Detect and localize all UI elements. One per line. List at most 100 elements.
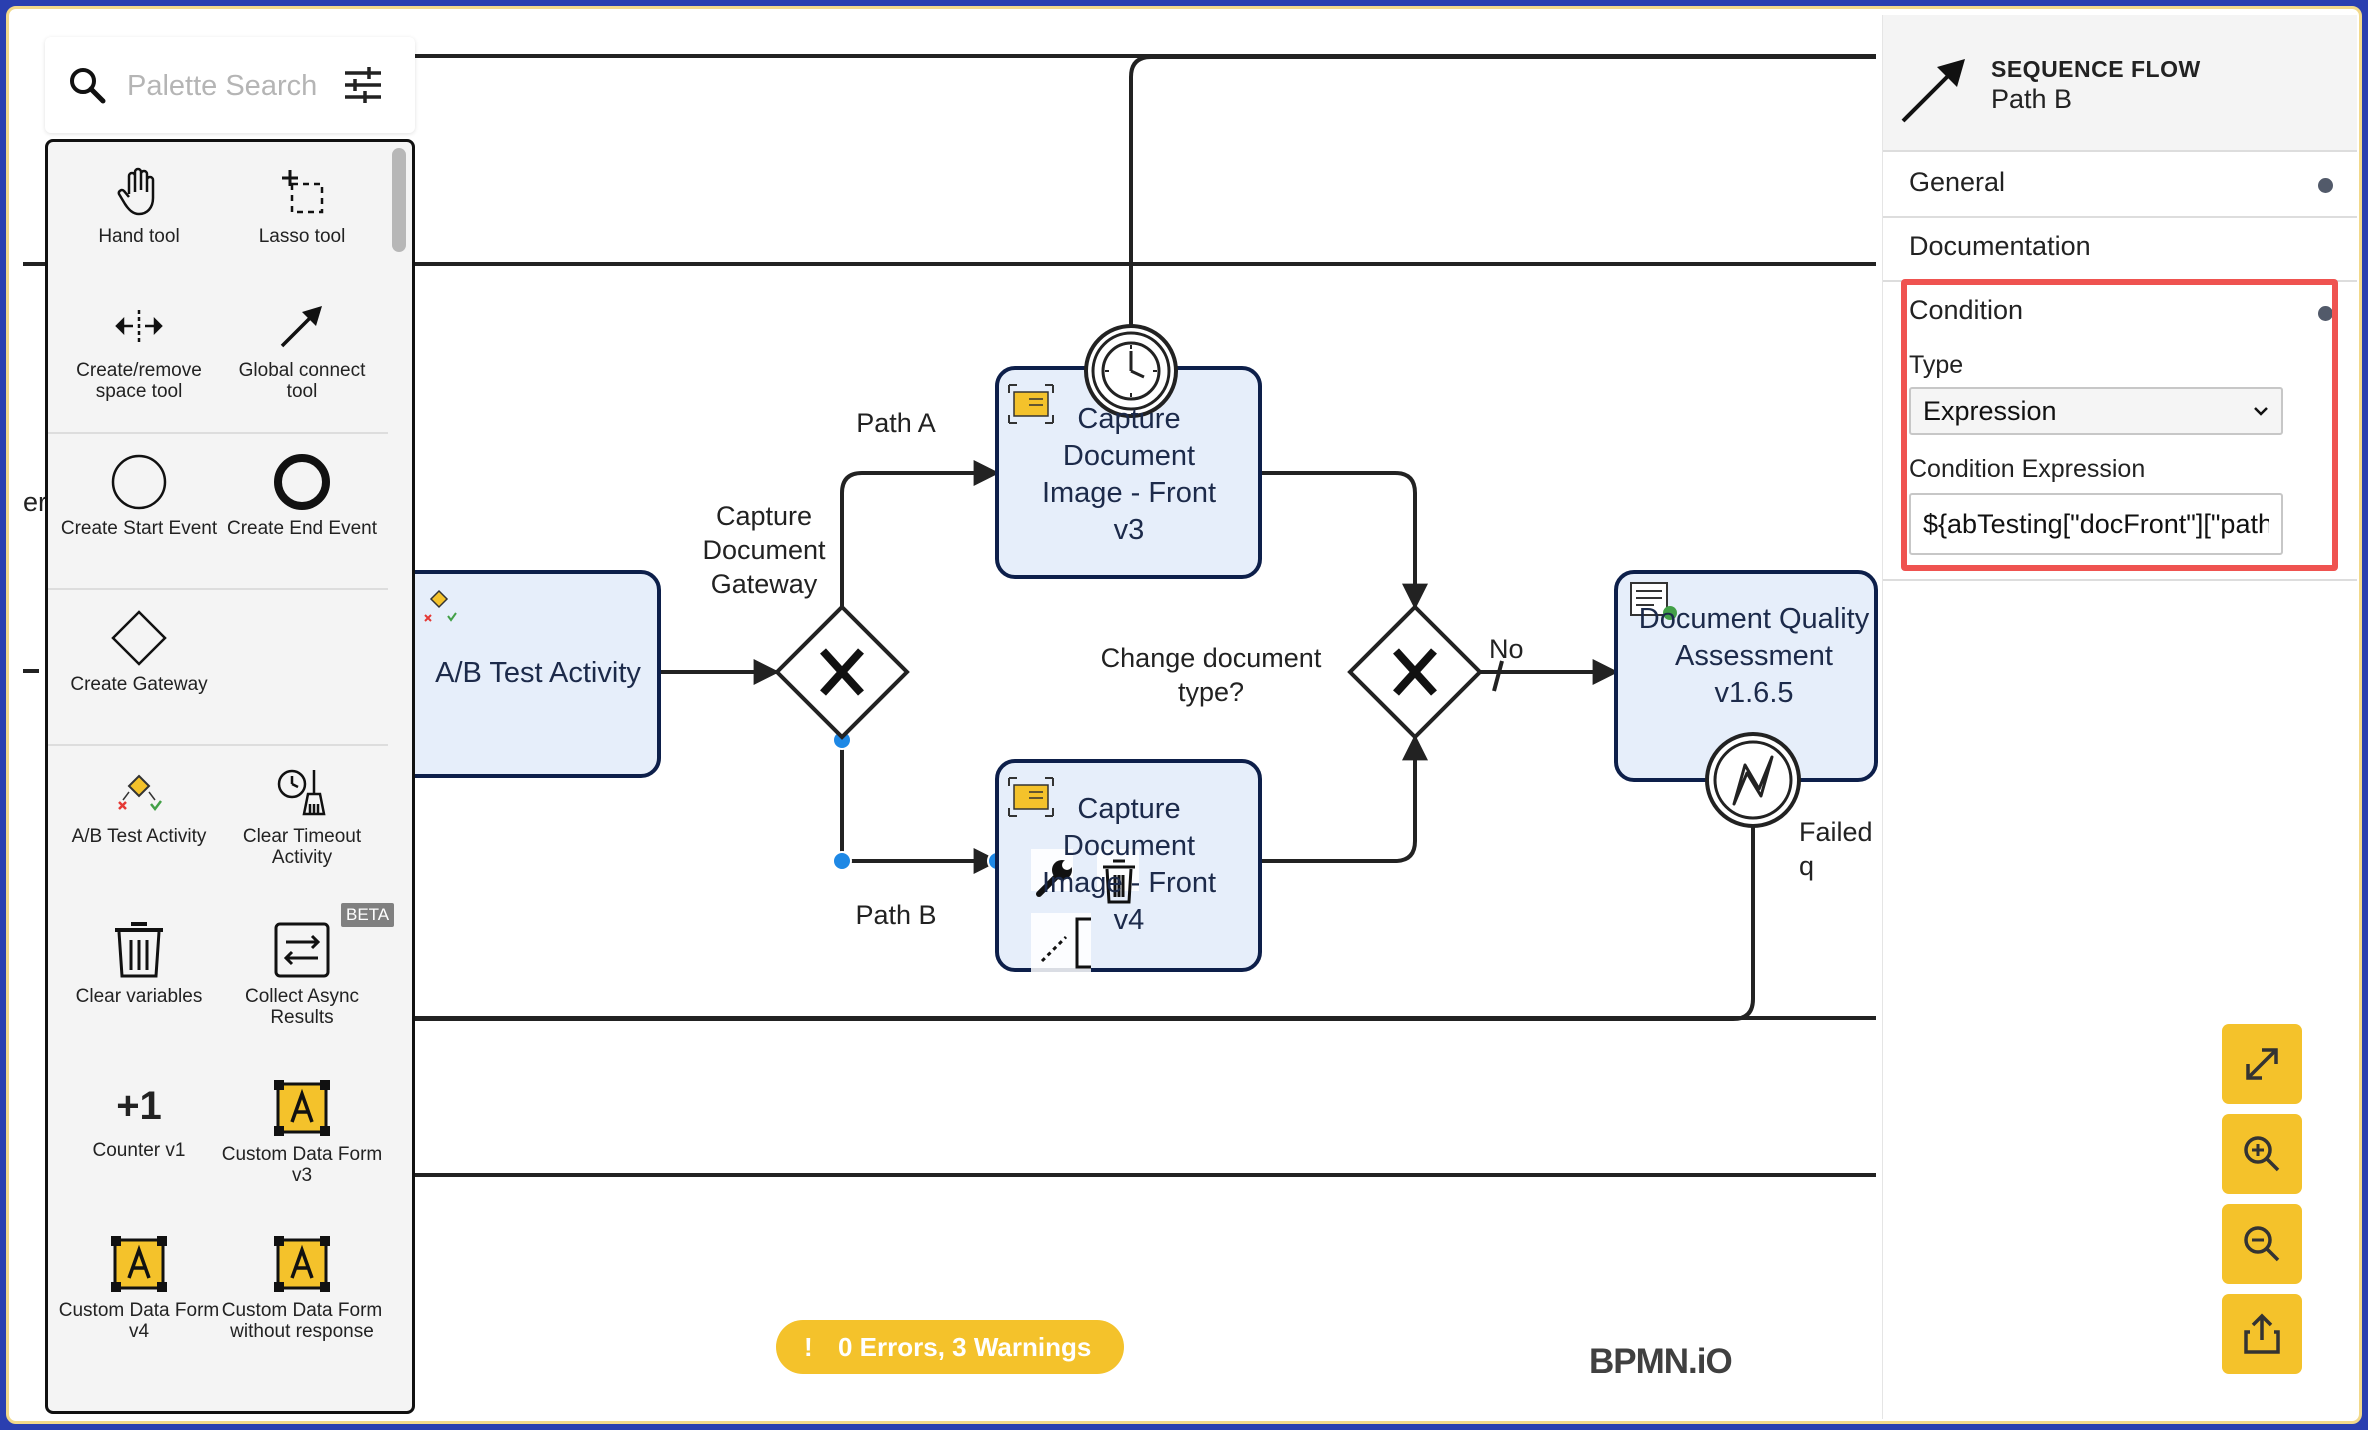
group-separator — [1883, 579, 2357, 581]
palette-item-clear-timeout[interactable]: Clear Timeout Activity — [221, 764, 383, 868]
palette-item-global-connect[interactable]: Global connect tool — [221, 298, 383, 402]
failed-label: Failed q — [1799, 817, 1873, 881]
palette-item-ab-test[interactable]: A/B Test Activity — [58, 764, 220, 847]
palette-item-label: Custom Data Form v3 — [221, 1144, 383, 1186]
custom-form-icon — [274, 1236, 330, 1292]
palette-item-custom-form-no-response[interactable]: Custom Data Form without response — [221, 1234, 383, 1342]
gateway-change-document-type[interactable] — [1347, 604, 1483, 740]
palette-separator — [48, 588, 388, 590]
document-check-icon — [1630, 582, 1677, 620]
palette-item-hand-tool[interactable]: Hand tool — [58, 164, 220, 247]
palette-item-custom-form-v4[interactable]: Custom Data Form v4 — [58, 1234, 220, 1342]
beta-badge: BETA — [341, 903, 395, 927]
lint-status-text: 0 Errors, 3 Warnings — [838, 1332, 1092, 1362]
lasso-icon — [282, 170, 324, 214]
ab-test-task-icon — [424, 589, 457, 622]
fit-viewport-button[interactable] — [2222, 1024, 2302, 1104]
lint-status-button[interactable]: ! 0 Errors, 3 Warnings — [776, 1320, 1124, 1374]
search-icon[interactable] — [67, 65, 107, 105]
palette-item-custom-form-v3[interactable]: Custom Data Form v3 — [221, 1078, 383, 1186]
group-general[interactable]: General — [1883, 152, 2357, 218]
zoom-out-button[interactable] — [2222, 1204, 2302, 1284]
group-data-indicator — [2318, 178, 2333, 193]
hand-icon — [117, 167, 155, 216]
palette-item-label: Custom Data Form without response — [221, 1300, 383, 1342]
expand-icon — [2246, 1048, 2278, 1080]
timer-boundary-event[interactable] — [1084, 324, 1178, 418]
space-tool-icon — [115, 310, 163, 342]
clear-timeout-icon — [277, 769, 326, 816]
task-document-quality[interactable] — [1614, 570, 1878, 782]
chevron-down-icon — [2254, 407, 2268, 416]
palette-item-label: Clear variables — [75, 986, 203, 1007]
condition-expression-label: Condition Expression — [1909, 455, 2146, 483]
counter-icon: +1 — [116, 1084, 162, 1128]
end-event-icon — [274, 454, 330, 510]
palette-item-label: Hand tool — [98, 226, 180, 247]
path-a-label: Path A — [856, 408, 936, 438]
bpmn-modeler-window: er A/B Test Activity Capture Document Ga… — [6, 6, 2362, 1424]
sequence-flows[interactable] — [409, 55, 1876, 1021]
share-icon — [2244, 1313, 2280, 1354]
palette-item-end-event[interactable]: Create End Event — [221, 452, 383, 539]
type-label: Type — [1909, 351, 1964, 379]
bpmn-io-logo[interactable]: BPMN.iO — [1589, 1342, 1733, 1381]
condition-type-select[interactable]: Expression — [1909, 387, 2283, 435]
gateway2-label: Change document type? — [1100, 643, 1322, 707]
palette-item-label: A/B Test Activity — [71, 826, 207, 847]
palette-item-counter[interactable]: +1 Counter v1 — [58, 1078, 220, 1161]
group-condition-header[interactable]: Condition — [1883, 280, 2357, 344]
palette-separator — [48, 432, 388, 434]
task-quality-label: Document Quality Assessment v1.6.5 — [1638, 603, 1870, 709]
element-type: SEQUENCE FLOW — [1991, 56, 2201, 82]
tune-icon[interactable] — [341, 65, 385, 105]
id-card-icon — [1008, 384, 1054, 424]
export-button[interactable] — [2222, 1294, 2302, 1374]
delete-icon[interactable] — [1103, 859, 1135, 904]
palette-item-gateway[interactable]: Create Gateway — [58, 608, 220, 695]
id-card-icon — [1008, 777, 1054, 817]
palette-item-collect-async[interactable]: Collect Async Results — [221, 920, 383, 1028]
group-data-indicator — [2318, 306, 2333, 321]
group-general-label: General — [1909, 167, 2006, 197]
task-front-v4-label: Capture Document Image - Front v4 — [1041, 793, 1217, 936]
palette-search-input[interactable] — [125, 65, 359, 107]
warning-icon: ! — [804, 1332, 813, 1362]
palette-item-label: Collect Async Results — [244, 986, 360, 1028]
sequence-flow-icon — [1901, 59, 1965, 123]
palette-item-start-event[interactable]: Create Start Event — [58, 452, 220, 539]
zoom-in-button[interactable] — [2222, 1114, 2302, 1194]
wrench-icon[interactable] — [1036, 860, 1072, 897]
group-documentation[interactable]: Documentation — [1883, 216, 2357, 282]
condition-type-value: Expression — [1923, 396, 2057, 426]
group-documentation-label: Documentation — [1909, 231, 2091, 261]
palette-item-label: Clear Timeout Activity — [242, 826, 362, 868]
gateway1-label: Capture Document Gateway — [702, 501, 826, 599]
selected-flow-handles[interactable] — [832, 730, 1007, 871]
path-b-label: Path B — [855, 900, 937, 930]
context-pad[interactable] — [1031, 849, 1139, 973]
connect-icon[interactable] — [1040, 917, 1091, 969]
highlight-box — [1901, 279, 2338, 571]
gateway-capture-document[interactable] — [774, 604, 910, 740]
palette-item-lasso-tool[interactable]: Lasso tool — [221, 164, 383, 247]
task-capture-front-v3[interactable] — [995, 366, 1262, 579]
palette-separator — [48, 744, 388, 746]
collect-async-icon — [274, 922, 330, 978]
palette-search-box — [45, 37, 415, 133]
palette-item-clear-variables[interactable]: Clear variables — [58, 920, 220, 1007]
properties-header: SEQUENCE FLOW Path B — [1883, 15, 2357, 152]
trash-icon — [115, 922, 163, 978]
ab-test-icon — [118, 774, 162, 812]
condition-expression-input[interactable] — [1909, 493, 2283, 555]
palette-item-space-tool[interactable]: Create/remove space tool — [58, 298, 220, 402]
palette-scrollbar[interactable] — [392, 148, 406, 252]
error-boundary-event[interactable] — [1705, 732, 1801, 828]
palette-item-label: Create Start Event — [60, 518, 218, 539]
palette-item-label: Create/remove space tool — [76, 360, 202, 402]
palette-item-label: Lasso tool — [258, 226, 346, 247]
custom-form-icon — [274, 1080, 330, 1136]
custom-form-icon — [111, 1236, 167, 1292]
diagram-canvas[interactable] — [9, 9, 2362, 1424]
palette-item-label: Create Gateway — [70, 674, 208, 695]
